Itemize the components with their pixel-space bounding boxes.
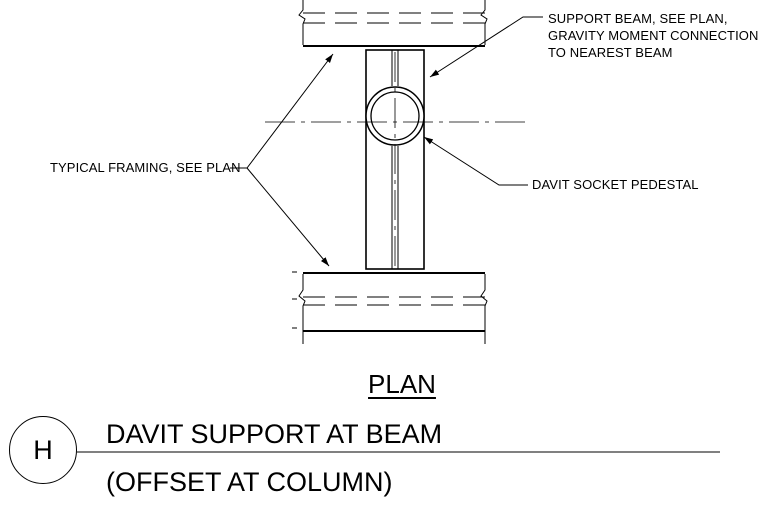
detail-bubble: H [9,416,77,484]
column-bottom-stub [298,274,488,344]
column-top-stub [298,0,488,45]
hidden-beam-bottom [303,296,485,306]
detail-title-line-1: DAVIT SUPPORT AT BEAM [106,419,443,449]
leader-support-beam [429,16,543,78]
leader-typical-framing [230,53,334,267]
detail-letter: H [33,435,53,465]
centerlines [265,52,530,266]
view-label: PLAN [368,369,436,399]
note-typical-framing: TYPICAL FRAMING, SEE PLAN [50,160,241,175]
leader-davit-socket [423,136,528,186]
note-support-line-1: SUPPORT BEAM, SEE PLAN, [548,11,728,26]
hidden-beam-top [303,12,485,24]
support-beam-web [391,50,399,269]
detail-title-line-2: (OFFSET AT COLUMN) [106,467,393,497]
support-beam-rect [365,49,425,270]
note-support-beam: SUPPORT BEAM, SEE PLAN, GRAVITY MOMENT C… [548,10,759,61]
note-support-line-3: TO NEAREST BEAM [548,45,673,60]
note-davit-socket: DAVIT SOCKET PEDESTAL [532,177,699,192]
note-support-line-2: GRAVITY MOMENT CONNECTION [548,28,759,43]
